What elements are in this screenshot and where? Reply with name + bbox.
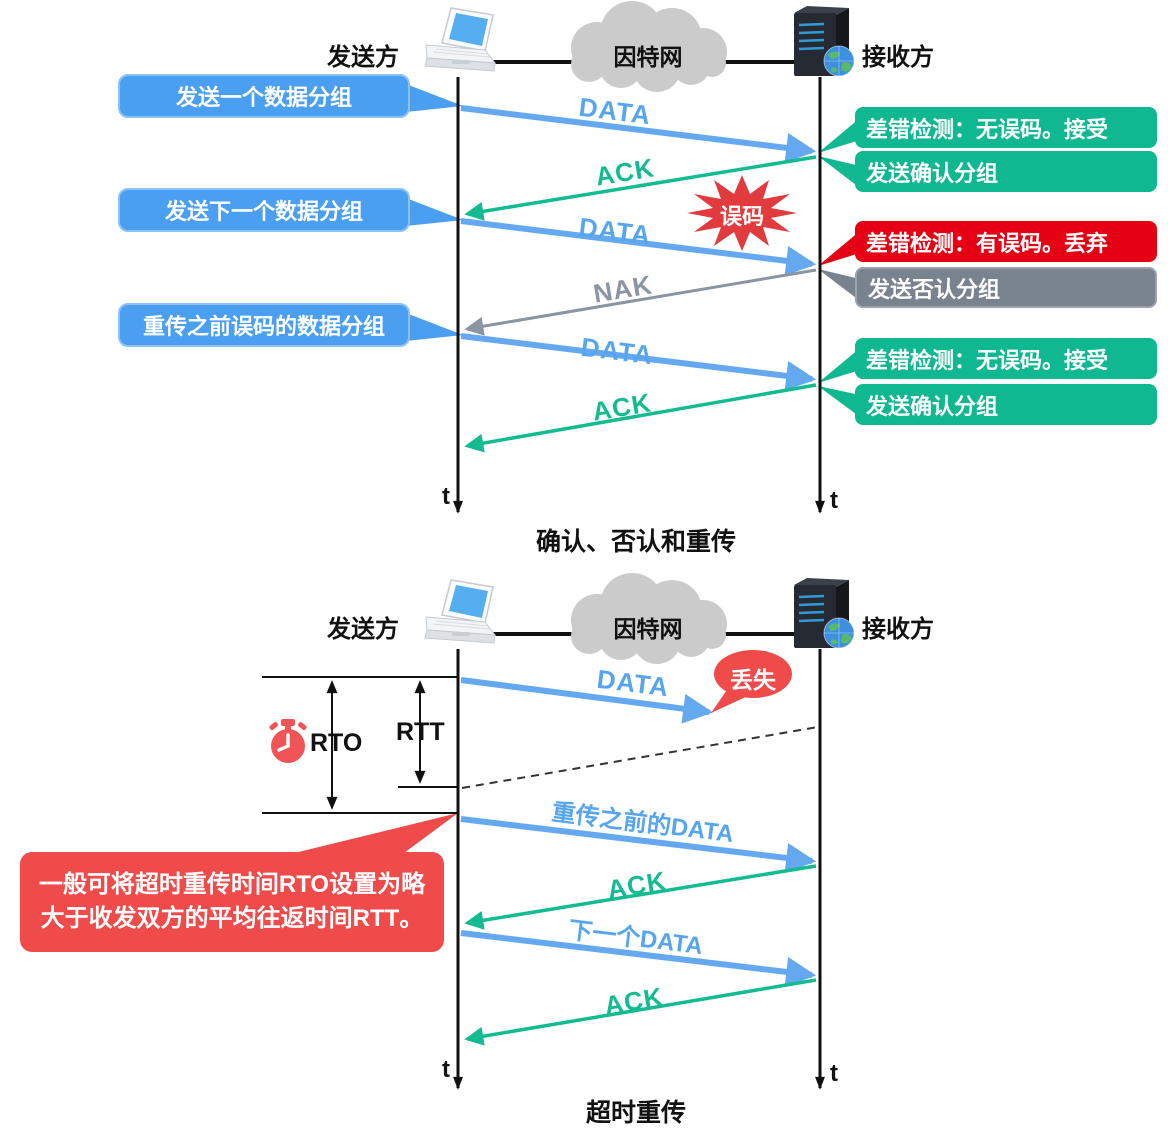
note-tail <box>818 348 860 383</box>
time-axis-label: t <box>830 1060 838 1087</box>
note-tail <box>406 198 463 226</box>
note-tail <box>818 156 860 188</box>
bottom-receiver-label: 接收方 <box>862 616 934 643</box>
receiver-note: 发送否认分组 <box>855 267 1157 308</box>
lost-speech-bubble <box>711 650 792 713</box>
arrow-nak <box>464 268 817 336</box>
receiver-note: 发送确认分组 <box>855 151 1157 192</box>
arrow-data-3 <box>460 333 817 391</box>
callout-tail <box>282 813 458 856</box>
receiver-note: 差错检测：无误码。接受 <box>855 107 1157 148</box>
sender-note: 重传之前误码的数据分组 <box>118 303 410 347</box>
callout-line: 大于收发双方的平均往返时间RTT。 <box>40 905 424 932</box>
arrow-ack-1 <box>464 864 817 930</box>
bottom-sender-label: 发送方 <box>327 616 399 643</box>
note-tail <box>406 84 463 112</box>
note-tail <box>818 386 860 417</box>
receiver-note: 差错检测：无误码。接受 <box>855 338 1157 379</box>
arrow-data-retransmit <box>460 816 817 873</box>
arrow-data-1 <box>460 105 817 163</box>
bottom-internet-label: 因特网 <box>613 616 683 642</box>
time-axis-label: t <box>442 1056 450 1083</box>
error-burst-label: 误码 <box>719 204 764 229</box>
top-diagram-title: 确认、否认和重传 <box>535 528 736 556</box>
note-tail <box>818 118 860 153</box>
arrow-data-lost <box>460 677 714 724</box>
bottom-diagram-title: 超时重传 <box>585 1099 686 1127</box>
arrow-ack-2 <box>464 383 817 453</box>
rtt-label: RTT <box>396 718 445 746</box>
arrow-data-next <box>460 930 817 987</box>
top-sender-label: 发送方 <box>327 44 399 71</box>
callout-line: 一般可将超时重传时间RTO设置为略 <box>38 870 426 898</box>
note-tail <box>818 269 860 301</box>
receiver-note: 差错检测：有误码。丢弃 <box>855 221 1157 262</box>
lost-label: 丢失 <box>730 667 776 693</box>
sender-note: 发送一个数据分组 <box>118 74 410 118</box>
top-receiver-label: 接收方 <box>862 44 934 71</box>
arrow-ack-2 <box>464 978 817 1046</box>
expected-ack-dashed-line <box>461 726 819 789</box>
arrow-ack-1 <box>464 155 817 221</box>
note-tail <box>818 231 860 266</box>
timer-icon <box>269 719 307 763</box>
time-axis-label: t <box>830 487 838 514</box>
sender-note: 发送下一个数据分组 <box>118 188 410 232</box>
arrow-data-2 <box>460 218 817 276</box>
receiver-note: 发送确认分组 <box>855 384 1157 425</box>
error-starburst <box>687 175 797 251</box>
top-internet-label: 因特网 <box>613 44 683 70</box>
time-axis-label: t <box>442 483 450 510</box>
note-tail <box>406 313 463 341</box>
rto-label: RTO <box>310 729 363 757</box>
rto-callout: 一般可将超时重传时间RTO设置为略 大于收发双方的平均往返时间RTT。 <box>20 852 444 952</box>
